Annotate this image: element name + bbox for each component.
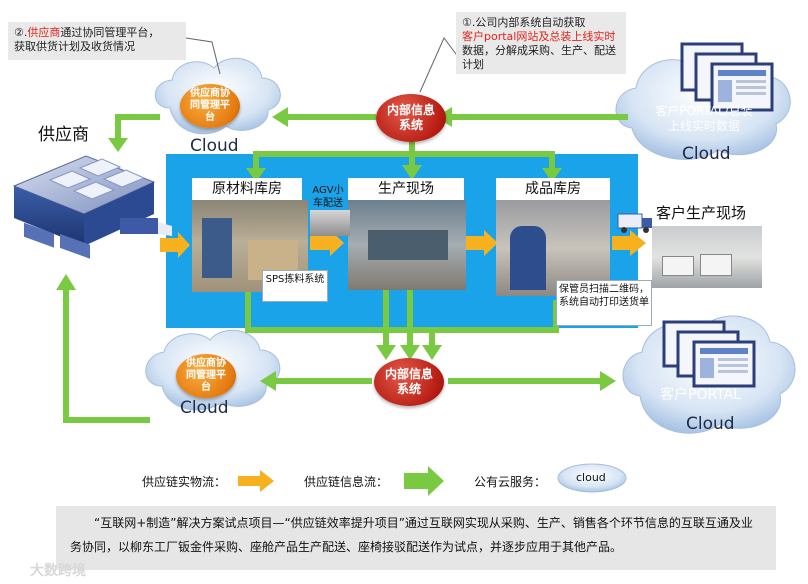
note-right-line1: ①.公司内部系统自动获取 <box>462 16 586 29</box>
note-right-text-2: 配送计划 <box>462 44 616 71</box>
delivery-truck-icon <box>617 213 652 233</box>
stage-raw-material: 原材料库房 <box>192 178 302 200</box>
note-left-text-2: 获取供货计划及收货情况 <box>14 40 135 53</box>
cloud-right-top-label: Cloud <box>682 144 731 164</box>
production-photo <box>348 200 466 290</box>
internal-system-bottom: 内部信息系统 <box>374 358 444 406</box>
cloud-right-bottom-label: Cloud <box>686 414 735 434</box>
cloud-left-top-label: Cloud <box>190 136 239 156</box>
scan-note: 保管员扫描二维码，系统自动打印送货单 <box>556 280 652 326</box>
customer-portal-screens-top <box>680 42 774 112</box>
customer-portal-top-label: 客户PORTAL/总装上线实时数据 <box>655 104 753 133</box>
watermark: 大数跨境 <box>30 563 86 579</box>
customer-portal-bottom-label: 客户PORTAL <box>660 387 742 403</box>
note-left-text-1: 通过协同管理平台， <box>60 26 160 39</box>
legend-cloud-chip: cloud <box>576 471 606 484</box>
legend-info-flow: 供应链信息流： <box>304 475 389 489</box>
supplier-platform-top: 供应商协同管理平台 <box>180 84 240 128</box>
note-left-highlight: 供应商 <box>27 26 61 39</box>
agv-photo <box>310 210 350 236</box>
customer-site-label: 客户生产现场 <box>656 204 747 222</box>
supplier-label: 供应商 <box>38 125 89 145</box>
note-internal-system: ①.公司内部系统自动获取 客户portal网站及总装上线实时数据，分解成采购、生… <box>456 12 626 74</box>
customer-site-photo <box>652 226 762 288</box>
internal-system-top: 内部信息系统 <box>376 94 446 142</box>
customer-portal-screens-bottom <box>662 320 756 388</box>
info-flow-arrowheads <box>56 107 616 391</box>
legend-cloud-shape <box>557 463 627 493</box>
sps-label: SPS拣料系统 <box>262 270 328 302</box>
footer-description: “互联网+制造”解决方案试点项目—“供应链效率提升项目”通过互联网实现从采购、生… <box>56 506 776 570</box>
stage-finished-goods: 成品库房 <box>496 178 610 200</box>
note-left-pointer <box>185 37 221 75</box>
stage-production: 生产现场 <box>348 178 464 200</box>
info-flow-lines <box>63 114 628 423</box>
legend-green-arrow <box>404 466 444 496</box>
note-left-prefix: ②. <box>14 26 28 39</box>
physical-flow-arrows <box>160 230 646 492</box>
cloud-left-bottom-label: Cloud <box>180 398 229 418</box>
note-right-text-1: 数据，分解成采购、生产、 <box>462 44 594 57</box>
agv-label: AGV小车配送 <box>312 185 344 209</box>
supplier-building-icon <box>12 155 172 259</box>
supplier-platform-bottom: 供应商协同管理平台 <box>176 354 236 398</box>
legend-cloud-service: 公有云服务： <box>474 475 547 489</box>
legend-physical-flow: 供应链实物流： <box>142 475 227 489</box>
note-right-highlight: 客户portal网站及总装上线实时 <box>462 30 616 43</box>
note-supplier-platform: ②.供应商通过协同管理平台， 获取供货计划及收货情况 <box>8 22 186 60</box>
